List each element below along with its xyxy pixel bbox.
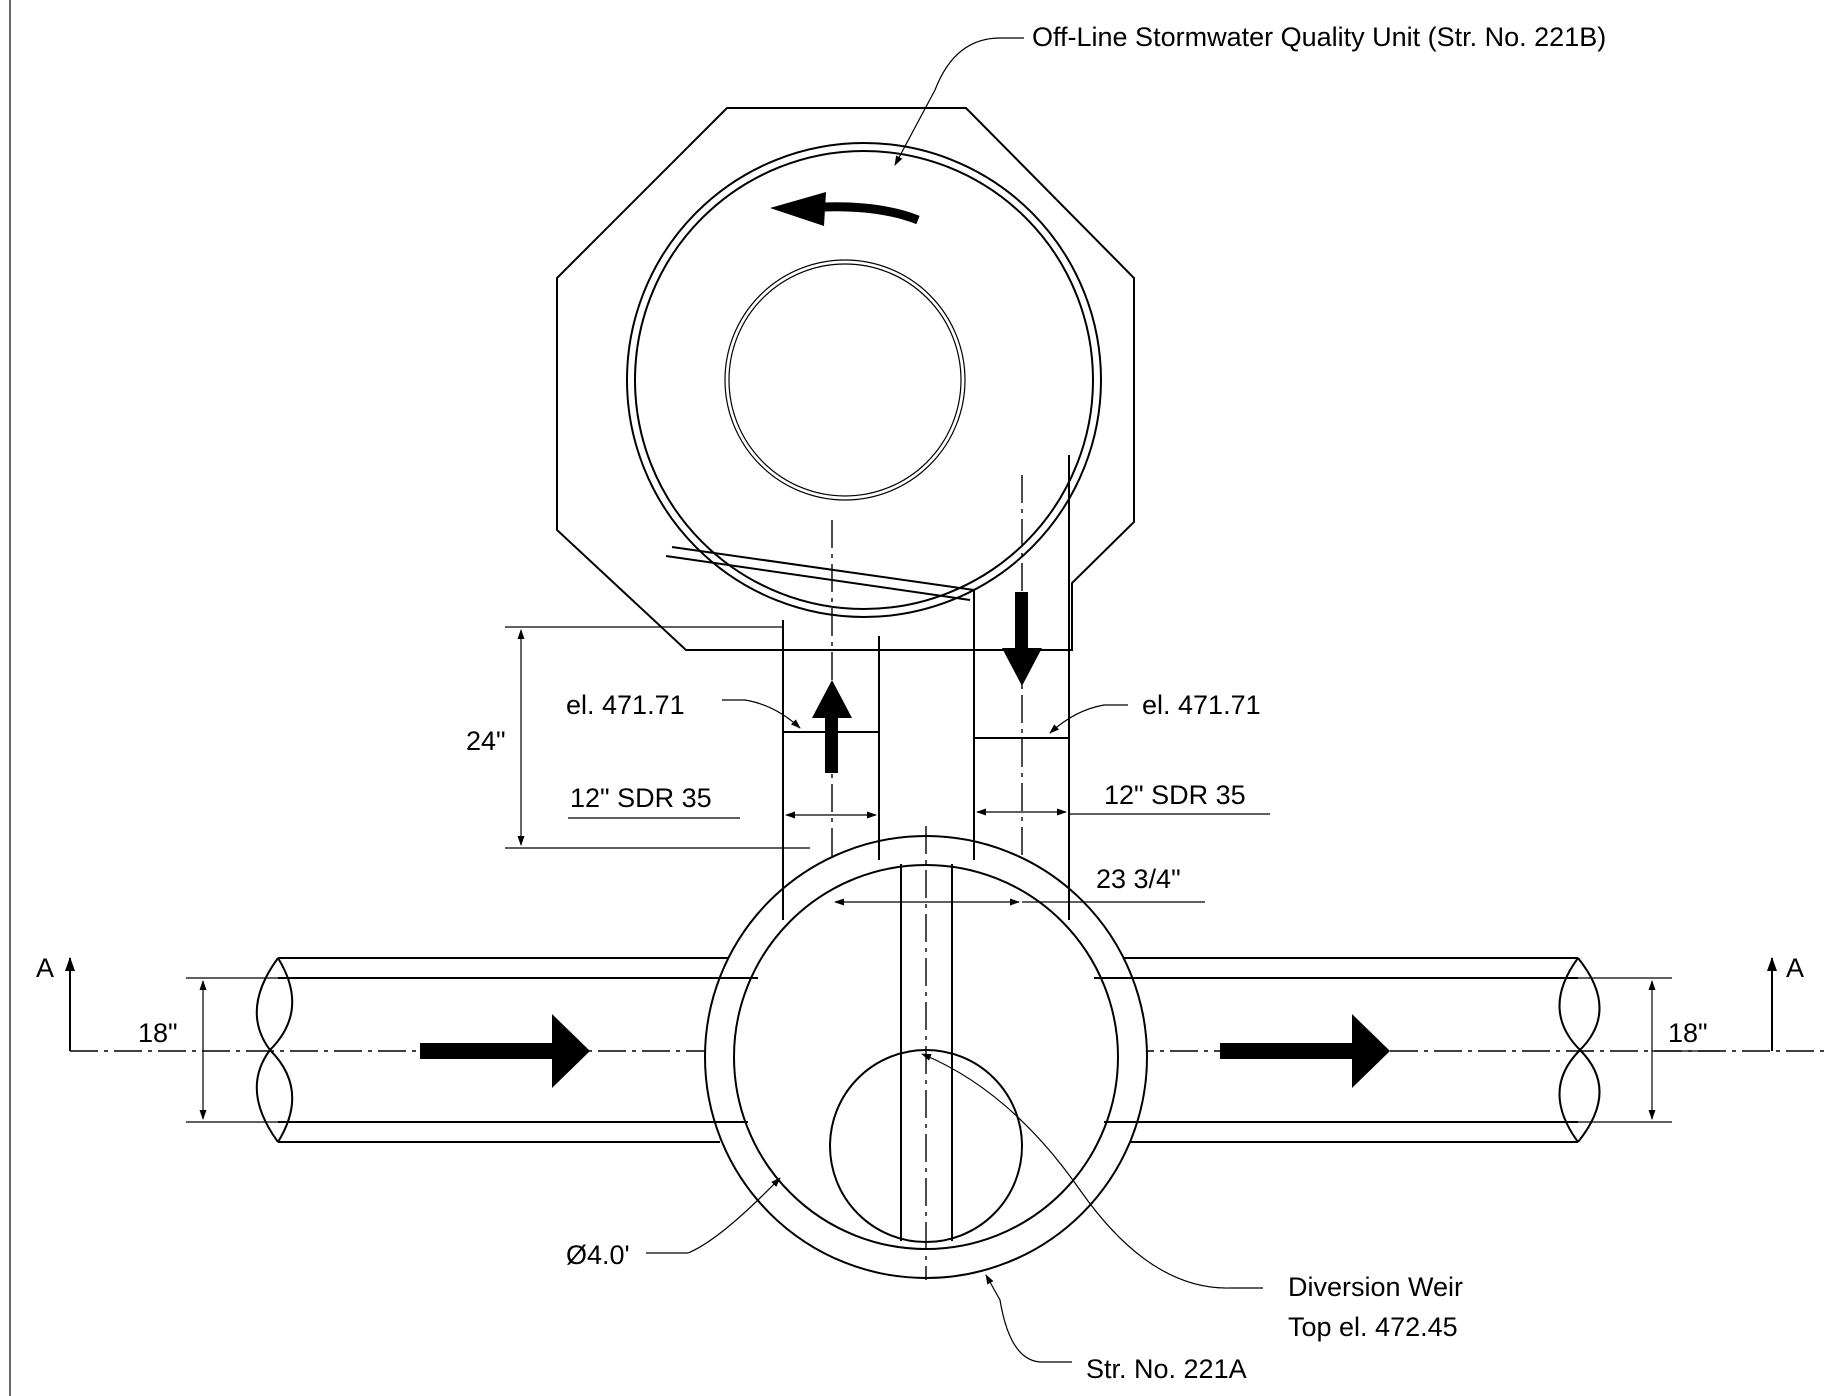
label-section-a-left: A (36, 953, 54, 983)
octagon-vault (556, 107, 1135, 651)
label-dim-24: 24" (466, 726, 506, 756)
unit-center-riser-outer (724, 259, 966, 501)
down-flow-arrow-shaft (1015, 592, 1028, 650)
dimensions (65, 626, 1777, 1123)
leaders (646, 37, 1263, 1363)
label-offline-unit: Off-Line Stormwater Quality Unit (Str. N… (1032, 22, 1606, 52)
label-dim-23-3-4: 23 3/4" (1096, 864, 1181, 894)
label-diameter: Ø4.0' (566, 1240, 630, 1270)
unit-outer-wall (626, 142, 1102, 618)
offline-unit-structure (556, 107, 1135, 651)
label-dim-18-right: 18" (1668, 1018, 1708, 1048)
label-dim-18-left: 18" (138, 1018, 178, 1048)
outflow-arrow-shaft (1220, 1043, 1356, 1059)
connecting-pipes (782, 455, 1070, 955)
baffle-bottom (665, 555, 971, 601)
swirl-arrowhead (770, 192, 826, 226)
down-flow-arrowhead (1002, 648, 1042, 686)
label-el-left: el. 471.71 (566, 690, 685, 720)
label-weir-line2: Top el. 472.45 (1288, 1312, 1458, 1342)
label-weir-line1: Diversion Weir (1288, 1272, 1463, 1302)
up-flow-arrow-shaft (825, 715, 838, 773)
unit-inner-wall (634, 150, 1094, 610)
label-section-a-right: A (1786, 953, 1804, 983)
swirl-flow-arrow (821, 202, 920, 225)
baffle-top (671, 546, 975, 591)
label-structure: Str. No. 221A (1086, 1354, 1247, 1384)
manhole-221a (704, 826, 1148, 1280)
up-flow-arrowhead (812, 680, 852, 718)
label-el-right: el. 471.71 (1142, 690, 1261, 720)
label-pipe-left: 12" SDR 35 (570, 783, 712, 813)
label-pipe-right: 12" SDR 35 (1104, 780, 1246, 810)
unit-center-riser-inner (728, 263, 962, 497)
